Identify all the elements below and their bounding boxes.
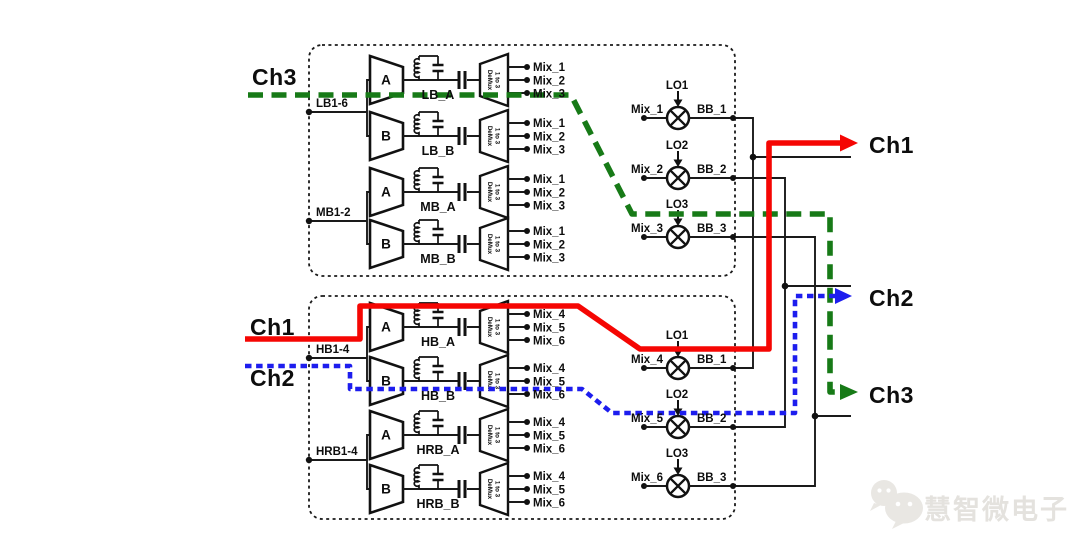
ch3-left-label: Ch3: [252, 64, 297, 90]
demux-out-label: Mix_3: [533, 89, 565, 101]
demux-out-label: Mix_2: [533, 76, 565, 88]
demux-out-label: Mix_1: [533, 174, 566, 186]
mixer-out-label: BB_1: [697, 354, 727, 366]
mixer-out-label: BB_3: [697, 223, 726, 235]
box-port-dot: [730, 424, 736, 430]
amp-letter: B: [381, 237, 391, 252]
ch1-right-label: Ch1: [869, 132, 914, 158]
demux-out-label: Mix_1: [533, 226, 566, 238]
ch2-route-path: [245, 293, 836, 416]
ch3-route-path: [248, 92, 841, 395]
watermark-logo-icon: [870, 480, 923, 529]
bb2-junction-dot: [781, 282, 789, 290]
watermark-text: 慧智微电子: [924, 495, 1069, 525]
lb-port-dot: [305, 108, 313, 116]
demux-out-label: Mix_4: [533, 309, 566, 321]
mixer-in-label: Mix_3: [631, 223, 663, 235]
demux-out-label: Mix_2: [533, 132, 565, 144]
box-port-dot: [730, 234, 736, 240]
amp-letter: A: [381, 428, 391, 443]
amp-letter: A: [381, 73, 391, 88]
mixer-in-label: Mix_6: [631, 472, 663, 484]
demux-out-label: Mix_5: [533, 377, 566, 389]
mixer-in-label: Mix_5: [631, 413, 664, 425]
hrb-input-label: HRB1-4: [316, 446, 358, 458]
hb-input-label: HB1-4: [316, 344, 350, 356]
low-mid-band-box: [308, 44, 736, 277]
band-label: MB_B: [420, 252, 455, 266]
bb1-junction-dot: [749, 153, 757, 161]
ch2-left-label: Ch2: [250, 365, 295, 391]
amp-letter: A: [381, 185, 391, 200]
amp-letter: A: [381, 320, 391, 335]
demux-out-label: Mix_5: [533, 431, 566, 443]
lb-input-label: LB1-6: [316, 98, 348, 110]
ch2-right-label: Ch2: [869, 285, 914, 311]
high-band-box: [308, 295, 736, 520]
demux-out-label: Mix_5: [533, 323, 566, 335]
demux-out-label: Mix_6: [533, 444, 565, 456]
band-label: HB_B: [421, 389, 455, 403]
demux-out-label: Mix_4: [533, 471, 566, 483]
band-label: HRB_A: [416, 443, 459, 457]
demux-out-label: Mix_1: [533, 62, 566, 74]
box-port-dot: [730, 483, 736, 489]
mixer-in-label: Mix_2: [631, 164, 663, 176]
demux-out-label: Mix_3: [533, 253, 565, 265]
watermark: 慧智微电子: [870, 480, 1069, 529]
demux-out-label: Mix_6: [533, 498, 565, 510]
bb3-junction-dot: [811, 412, 819, 420]
demux-out-label: Mix_2: [533, 240, 565, 252]
ch2-arrowhead-icon: [835, 288, 852, 304]
ch1-arrowhead-icon: [840, 134, 858, 152]
demux-out-label: Mix_5: [533, 485, 566, 497]
amp-letter: B: [381, 482, 391, 497]
lo-label: LO1: [666, 330, 689, 342]
demux-out-label: Mix_6: [533, 390, 565, 402]
hrb-port-dot: [305, 456, 313, 464]
amp-letter: B: [381, 374, 391, 389]
ch3-arrowhead-icon: [840, 384, 858, 400]
mixer-in-label: Mix_1: [631, 104, 664, 116]
demux-out-label: Mix_4: [533, 417, 566, 429]
demux-out-label: Mix_3: [533, 145, 565, 157]
demux-out-label: Mix_1: [533, 118, 566, 130]
ch3-right-label: Ch3: [869, 382, 914, 408]
hb-port-dot: [305, 354, 313, 362]
band-label: MB_A: [420, 200, 455, 214]
box-port-dot: [730, 175, 736, 181]
box-port-dot: [730, 365, 736, 371]
hrb-input-wiring: [309, 434, 371, 490]
bb1-bus-wire: [689, 117, 754, 369]
demux-out-label: Mix_6: [533, 336, 565, 348]
mb-input-label: MB1-2: [316, 207, 351, 219]
amp-letter: B: [381, 129, 391, 144]
band-label: HRB_B: [416, 497, 459, 511]
lo-label: LO2: [666, 140, 688, 152]
lo-label: LO3: [666, 199, 688, 211]
bb3-bus-wire: [689, 236, 816, 487]
lo-label: LO2: [666, 389, 688, 401]
band-label: LB_A: [422, 88, 455, 102]
mb-port-dot: [305, 217, 313, 225]
demux-out-label: Mix_2: [533, 188, 565, 200]
lo-label: LO1: [666, 80, 689, 92]
mixer-out-label: BB_3: [697, 472, 726, 484]
lo-label: LO3: [666, 448, 688, 460]
bb2-bus-wire: [689, 177, 786, 428]
ch1-route-path: [245, 140, 842, 352]
box-port-dot: [730, 115, 736, 121]
mixer-out-label: BB_2: [697, 164, 726, 176]
band-label: LB_B: [422, 144, 455, 158]
mixer-out-label: BB_1: [697, 104, 727, 116]
mixer-out-label: BB_2: [697, 413, 726, 425]
ch1-left-label: Ch1: [250, 314, 295, 340]
demux-out-label: Mix_4: [533, 363, 566, 375]
demux-out-label: Mix_3: [533, 201, 565, 213]
band-label: HB_A: [421, 335, 455, 349]
mixer-in-label: Mix_4: [631, 354, 664, 366]
